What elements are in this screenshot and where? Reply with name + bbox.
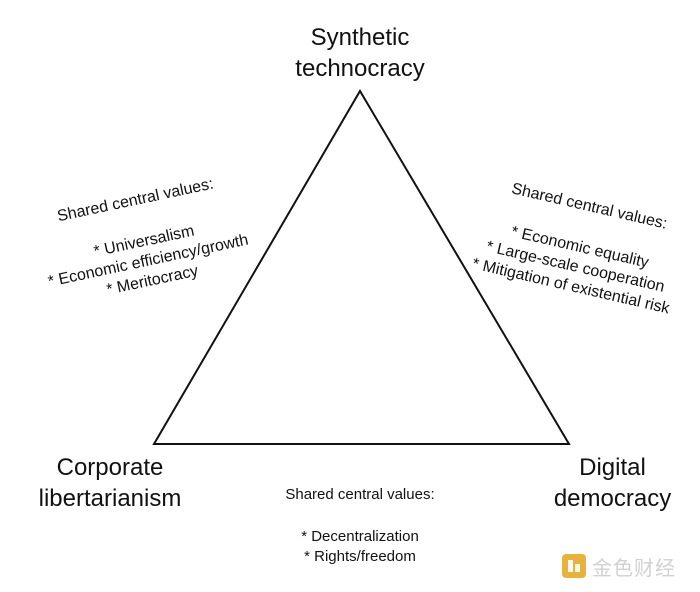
- vertex-right-line1: Digital: [579, 454, 646, 481]
- bottom-edge-shared-values: Shared central values: * Decentralizatio…: [240, 485, 480, 567]
- vertex-corporate-libertarianism: Corporate libertarianism: [15, 452, 205, 514]
- vertex-synthetic-technocracy: Synthetic technocracy: [260, 22, 460, 84]
- watermark-text: 金色财经: [592, 555, 676, 580]
- bottom-values-heading: Shared central values:: [285, 486, 435, 503]
- vertex-right-line2: democracy: [553, 485, 672, 512]
- vertex-top-line1: Synthetic: [310, 24, 410, 51]
- logo-mark-icon: [568, 560, 580, 572]
- vertex-left-line1: Corporate: [56, 454, 164, 481]
- vertex-left-line2: libertarianism: [38, 485, 182, 512]
- triangle-outline: [152, 89, 571, 445]
- bottom-value-item: * Rights/freedom: [304, 548, 416, 565]
- watermark: 金色财经: [562, 552, 676, 580]
- bottom-values-list: * Decentralization * Rights/freedom: [240, 527, 480, 567]
- bottom-value-item: * Decentralization: [301, 528, 419, 545]
- vertex-digital-democracy: Digital democracy: [530, 452, 695, 514]
- watermark-logo-icon: [562, 554, 586, 578]
- vertex-top-line2: technocracy: [295, 55, 425, 82]
